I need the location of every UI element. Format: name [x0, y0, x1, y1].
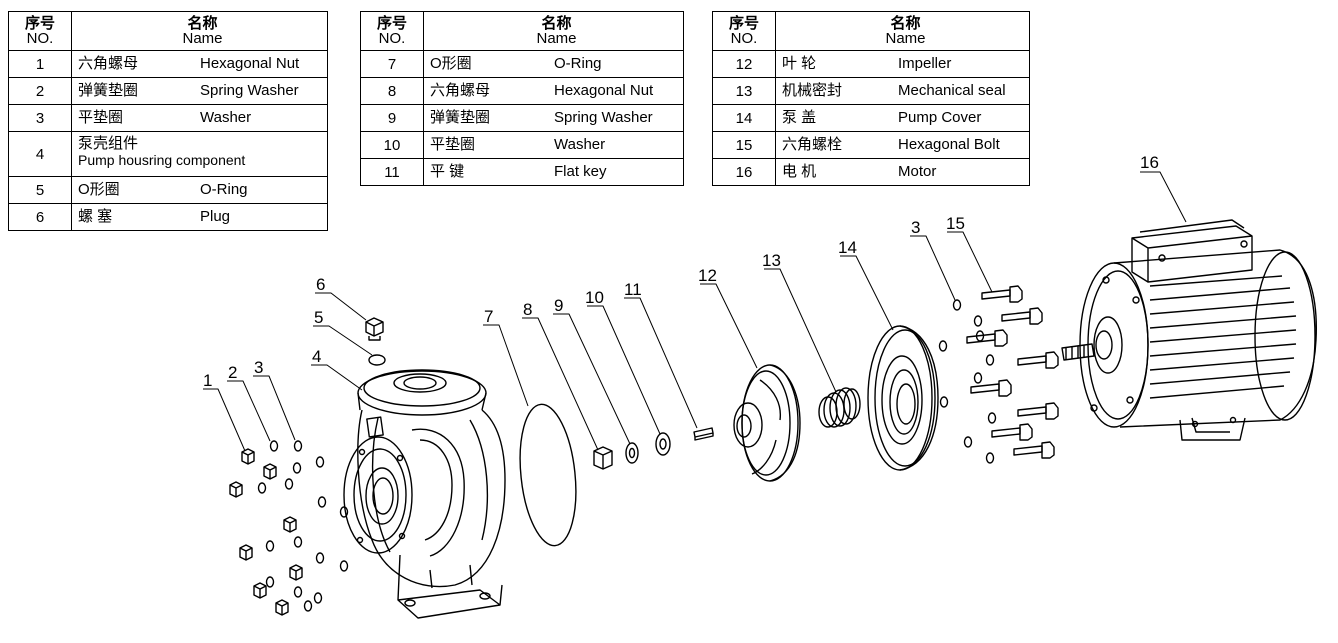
callout-10: 10: [585, 288, 604, 307]
row-name-zh: 六角螺栓: [782, 136, 843, 153]
table-row: 16 电 机 Motor: [712, 158, 1030, 186]
row-name-en: Flat key: [554, 163, 607, 180]
row-no: 16: [712, 158, 776, 186]
callout-16: 16: [1140, 153, 1159, 172]
row-name-en: Impeller: [898, 55, 952, 72]
row-name-zh: 弹簧垫圈: [430, 109, 491, 126]
row-name-zh: 弹簧垫圈: [78, 82, 139, 99]
row-no: 4: [8, 131, 72, 177]
row-name-en: Washer: [200, 109, 252, 126]
part-3-washers-right: [938, 299, 997, 464]
row-name-en: Pump Cover: [898, 109, 982, 126]
row-no: 11: [360, 158, 424, 186]
callout-9: 9: [554, 296, 563, 315]
callout-14: 14: [838, 238, 857, 257]
part-15-hex-bolts: [966, 285, 1059, 459]
row-name-en: Washer: [554, 136, 606, 153]
row-name-zh: 螺 塞: [78, 208, 113, 225]
row-name-en: Mechanical seal: [898, 82, 1006, 99]
row-no: 7: [360, 50, 424, 78]
table-row: 7 O形圈 O-Ring: [360, 50, 684, 78]
row-no: 13: [712, 77, 776, 105]
table-row: 13 机械密封 Mechanical seal: [712, 77, 1030, 105]
row-no: 14: [712, 104, 776, 132]
row-no: 2: [8, 77, 72, 105]
table-row: 14 泵 盖 Pump Cover: [712, 104, 1030, 132]
row-name-zh: 平 键: [430, 163, 465, 180]
row-no: 5: [8, 176, 72, 204]
part-10-washer: [655, 432, 671, 456]
callout-6: 6: [316, 275, 325, 294]
part-13-mechanical-seal: [818, 387, 861, 428]
part-2-3-washers-left: [257, 440, 349, 612]
row-name-zh: 平垫圈: [78, 109, 124, 126]
part-14-pump-cover: [867, 325, 939, 471]
table-row: 6 螺 塞 Plug: [8, 203, 328, 231]
row-name-zh: 机械密封: [782, 82, 843, 99]
part-16-motor: [1061, 219, 1317, 441]
callout-7: 7: [484, 307, 493, 326]
part-11-flat-key: [693, 427, 714, 441]
row-name-en: O-Ring: [200, 181, 248, 198]
row-name-zh: 六角螺母: [78, 55, 139, 72]
part-5-o-ring: [368, 354, 386, 366]
row-name-en: O-Ring: [554, 55, 602, 72]
row-name-zh: 泵 盖: [782, 109, 817, 126]
row-name-zh: 平垫圈: [430, 136, 476, 153]
row-name-zh: 电 机: [782, 163, 817, 180]
row-name-zh: O形圈: [78, 181, 120, 198]
row-name-zh: O形圈: [430, 55, 472, 72]
leader-lines: [203, 171, 1187, 452]
callout-1: 1: [203, 371, 212, 390]
row-name-en: Plug: [200, 208, 231, 225]
callout-12: 12: [698, 266, 717, 285]
table-row: 11 平 键 Flat key: [360, 158, 684, 186]
callout-15: 15: [946, 214, 965, 233]
part-1-hex-nuts: [229, 448, 303, 616]
callout-5: 5: [314, 308, 323, 327]
callout-3: 3: [254, 358, 263, 377]
row-name-en: Spring Washer: [200, 82, 299, 99]
part-12-impeller: [733, 364, 801, 482]
callout-11: 11: [624, 280, 642, 299]
row-name-en: Motor: [898, 163, 937, 180]
row-name-en: Hexagonal Bolt: [898, 136, 1000, 153]
part-9-spring-washer: [625, 442, 639, 464]
callout-3b: 3: [911, 218, 920, 237]
row-name-zh: 叶 轮: [782, 55, 817, 72]
callout-13: 13: [762, 251, 781, 270]
row-name-zh: 泵壳组件: [78, 135, 139, 152]
part-6-plug: [365, 317, 384, 341]
part-8-hex-nut: [593, 446, 613, 470]
callout-labels: 1 2 3 4 5 6 7 8 9 10 11 12 13 14 3 15 16: [203, 153, 1159, 390]
row-no: 6: [8, 203, 72, 231]
row-name-en: Hexagonal Nut: [200, 55, 300, 72]
row-name-en: Spring Washer: [554, 109, 653, 126]
row-name-en: Pump housring component: [78, 152, 246, 168]
table-row: 2 弹簧垫圈 Spring Washer: [8, 77, 328, 105]
table-row: 10 平垫圈 Washer: [360, 131, 684, 159]
row-no: 10: [360, 131, 424, 159]
callout-4: 4: [312, 347, 321, 366]
part-4-pump-housing: [343, 369, 506, 619]
row-name-en: Hexagonal Nut: [554, 82, 654, 99]
callout-2: 2: [228, 363, 237, 382]
callout-8: 8: [523, 300, 532, 319]
row-name-zh: 六角螺母: [430, 82, 491, 99]
part-7-o-ring: [519, 403, 577, 547]
